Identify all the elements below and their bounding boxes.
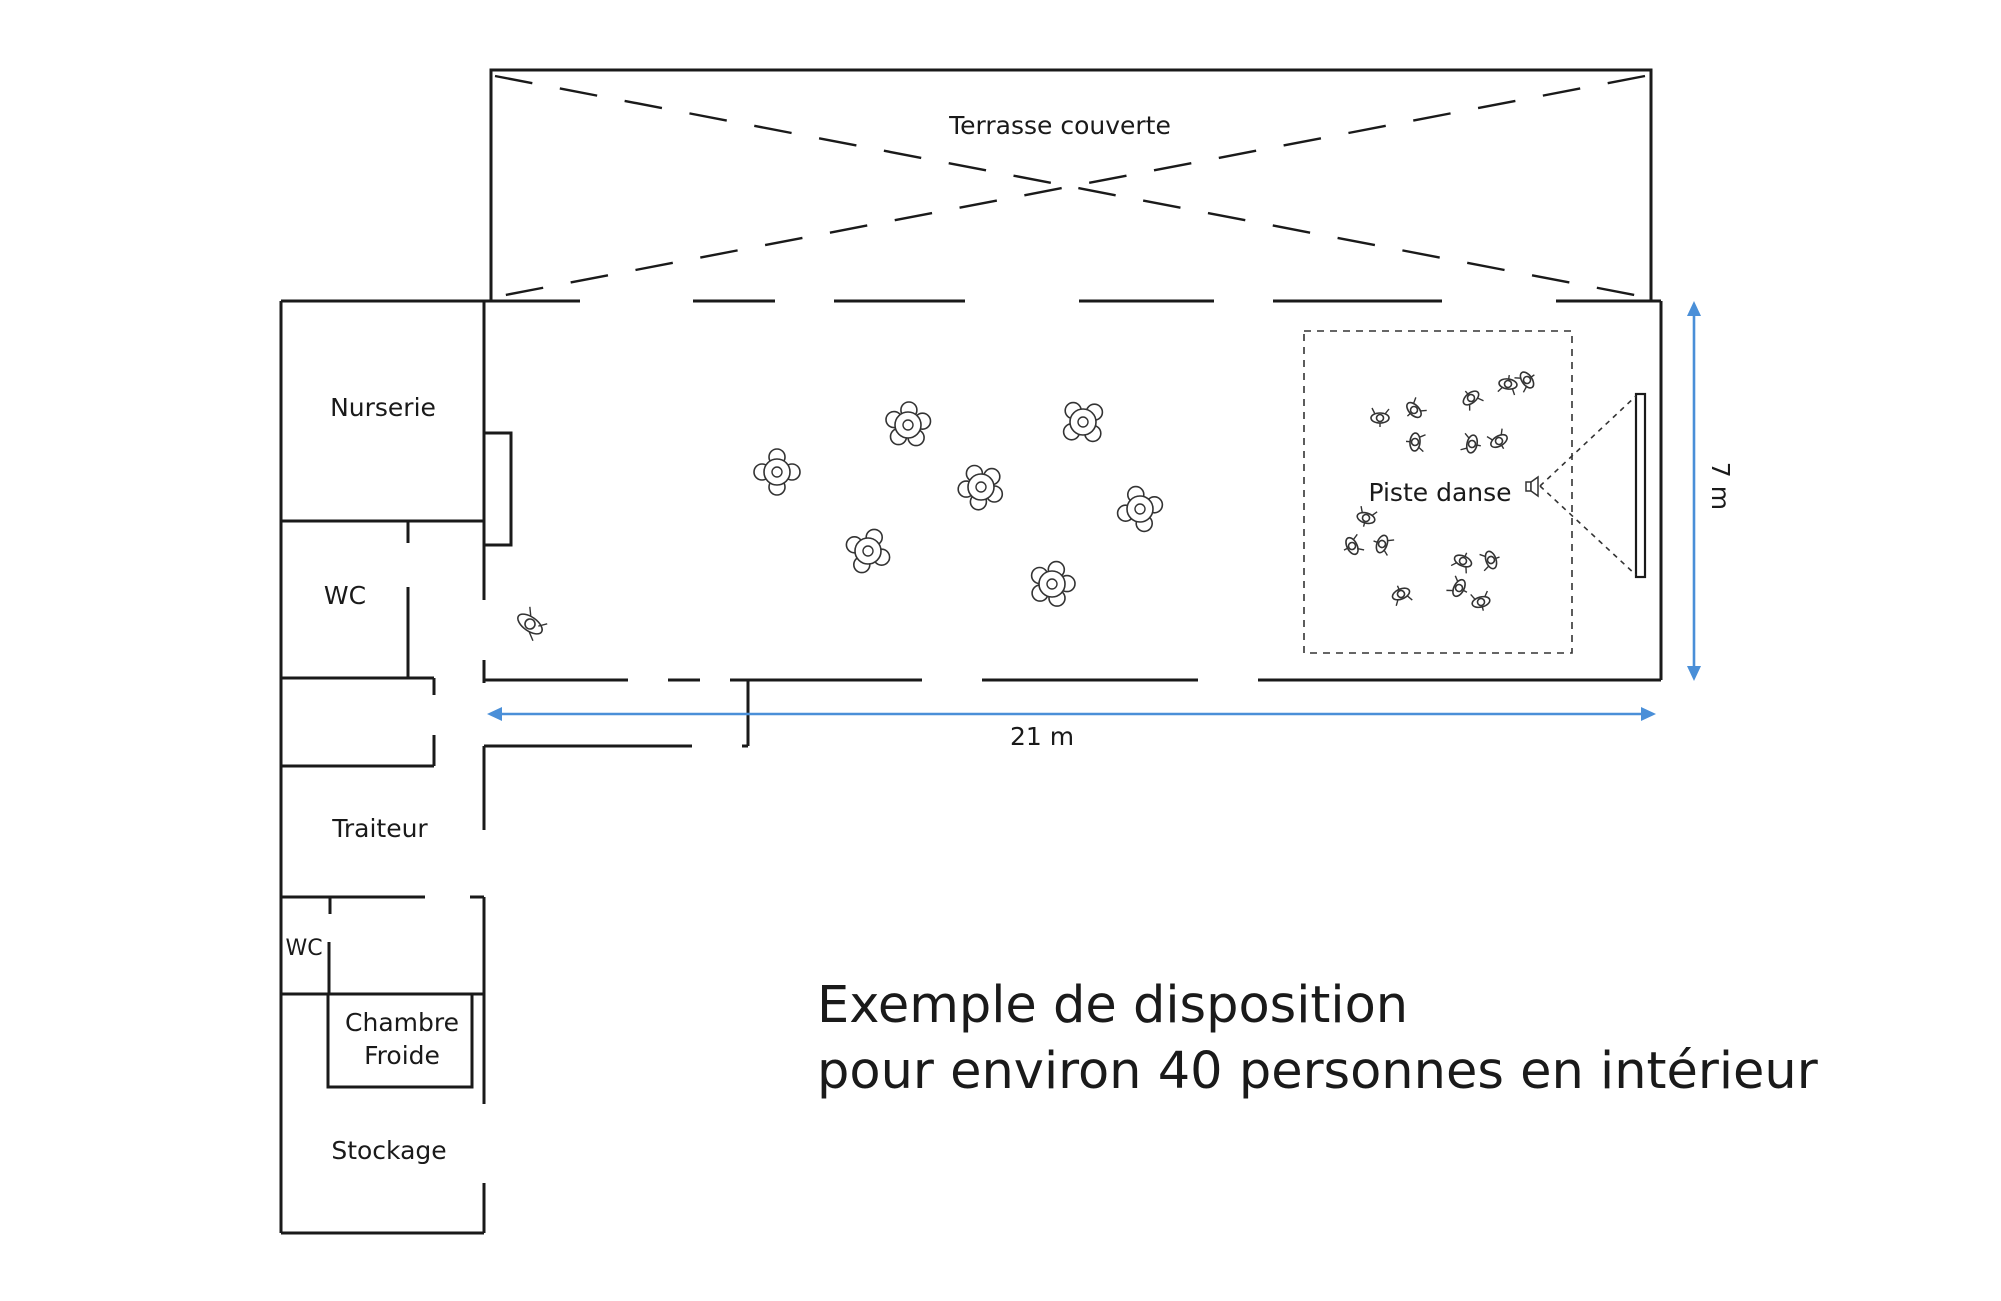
dance-floor-label: Piste danse [1368, 478, 1511, 507]
width-dimension [487, 707, 1656, 721]
dancer-icon [1470, 590, 1491, 611]
depth-dimension [1687, 301, 1701, 681]
screen-icon [1634, 392, 1647, 579]
dancer-icon [1479, 550, 1500, 572]
dancer-icon [1450, 552, 1473, 574]
dancers-group [1343, 371, 1535, 611]
wc-upper-label: WC [324, 581, 366, 610]
dancer-icon [1462, 390, 1484, 411]
width-dimension-label: 21 m [1010, 722, 1074, 751]
tables-group [753, 401, 1164, 607]
terrace-outline [489, 68, 1653, 301]
speaker-icon [1525, 395, 1637, 576]
dancer-icon [1370, 407, 1390, 427]
main-hall-walls [482, 299, 1663, 748]
round-table-with-chairs-icon [1030, 560, 1076, 607]
chambre-froide-label-2: Froide [364, 1041, 440, 1070]
dancer-icon [1373, 534, 1395, 556]
caption-line-2: pour environ 40 personnes en intérieur [817, 1042, 1818, 1101]
traiteur-label: Traiteur [331, 814, 428, 843]
round-table-with-chairs-icon [957, 464, 1004, 511]
caption-line-1: Exemple de disposition [817, 976, 1408, 1035]
annex-walls [279, 299, 486, 1235]
round-table-with-chairs-icon [1116, 485, 1164, 533]
dance-floor-area [1303, 330, 1573, 654]
walking-person-icon [517, 606, 548, 641]
dancer-icon [1406, 397, 1427, 419]
dancer-icon [1514, 371, 1535, 393]
nurserie-label: Nurserie [330, 393, 436, 422]
terrace-label: Terrasse couverte [948, 111, 1171, 140]
round-table-with-chairs-icon [885, 401, 932, 447]
dancer-icon [1391, 585, 1413, 606]
dancer-icon [1486, 428, 1508, 450]
dancer-icon [1446, 575, 1468, 598]
dancer-icon [1497, 374, 1518, 396]
round-table-with-chairs-icon [1062, 401, 1104, 443]
wc-lower-label: WC [285, 936, 322, 961]
round-table-with-chairs-icon [753, 448, 801, 496]
dancer-icon [1405, 432, 1426, 453]
stockage-label: Stockage [331, 1136, 446, 1165]
round-table-with-chairs-icon [845, 528, 891, 574]
depth-dimension-label: 7 m [1706, 462, 1735, 510]
chambre-froide-label-1: Chambre [345, 1008, 459, 1037]
dancer-icon [1356, 506, 1378, 527]
dancer-icon [1343, 533, 1365, 556]
dancer-icon [1460, 432, 1481, 454]
